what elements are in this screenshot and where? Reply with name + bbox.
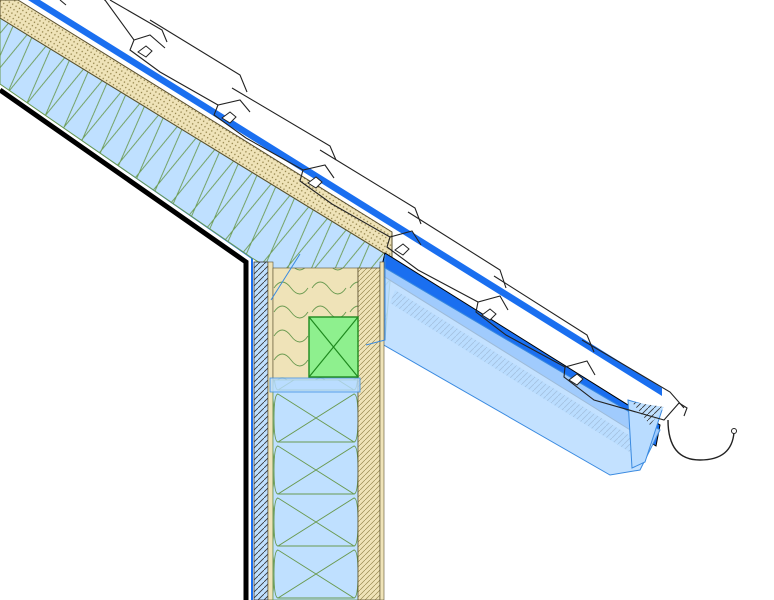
wall-osb-layer xyxy=(267,261,274,600)
wall-insulation-batts xyxy=(272,379,359,600)
tile-clips xyxy=(137,45,584,386)
overhang-soffit-board xyxy=(374,264,661,476)
gutter-bead xyxy=(731,428,737,434)
roof-wood-fibre-board xyxy=(0,0,393,259)
plate-level-membrane xyxy=(269,377,361,393)
timber-plate-icon xyxy=(308,316,359,378)
gutter-icon xyxy=(667,419,735,461)
roof-tiles xyxy=(59,0,688,421)
roof-membrane xyxy=(28,0,662,396)
wall-wood-fibre-board xyxy=(357,267,381,600)
airtight-layer-line xyxy=(270,253,386,346)
wall-outer-hatch xyxy=(253,261,269,600)
eaves-vent-strip xyxy=(632,402,664,425)
interior-lining-outline xyxy=(0,87,249,600)
wall-render xyxy=(379,261,385,600)
